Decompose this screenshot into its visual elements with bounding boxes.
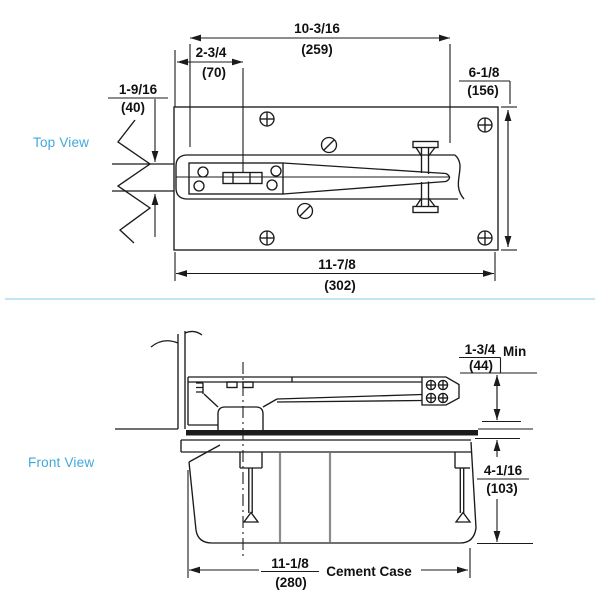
phillips-screw-icon	[477, 117, 493, 133]
dim-plate-height: 6-1/8 (156)	[459, 65, 517, 251]
bolt-icon	[425, 392, 437, 404]
closer-arm-plan	[282, 162, 451, 195]
top-view-drawing: 10-3/16 (259) 2-3/4 (70) 1-9/16 (40)	[33, 21, 517, 293]
door-break	[112, 119, 174, 244]
dim-min-clearance-suffix: Min	[503, 344, 526, 359]
body-left-cap	[175, 154, 187, 200]
cement-case-label: Cement Case	[326, 564, 412, 579]
dim-case-depth-in: 4-1/16	[484, 463, 523, 478]
dim-overall-length-mm: (259)	[301, 42, 333, 57]
dim-door-thickness-in: 1-9/16	[119, 82, 158, 97]
front-view-drawing: 1-3/4 (44) Min 4-1/16 (103) 11-1/8 (280)…	[28, 330, 537, 590]
dim-plate-width-mm: (302)	[324, 278, 356, 293]
dim-valve-offset-in: 2-3/4	[196, 45, 227, 60]
dim-door-thickness: 1-9/16 (40)	[108, 82, 168, 237]
door-bottom-rail	[187, 376, 422, 426]
dim-overall-length: 10-3/16 (259)	[189, 21, 451, 147]
phillips-screw-icon	[259, 230, 275, 246]
front-view-label: Front View	[28, 455, 94, 470]
dim-plate-height-in: 6-1/8	[469, 65, 500, 80]
body-break-curve	[454, 154, 465, 200]
dim-case-width-mm: (280)	[275, 575, 307, 590]
rail-clip	[226, 381, 238, 389]
plate-hole	[266, 179, 278, 191]
closer-body	[175, 140, 465, 214]
dim-valve-offset-mm: (70)	[202, 65, 226, 80]
case-outline	[188, 441, 477, 544]
dim-door-thickness-mm: (40)	[121, 100, 145, 115]
dim-plate-height-mm: (156)	[467, 83, 499, 98]
bolt-icon	[437, 379, 449, 391]
anchor-pin	[239, 452, 263, 523]
bolt-icon	[437, 392, 449, 404]
closer-arm	[276, 393, 423, 403]
top-view-label: Top View	[33, 135, 89, 150]
spindle-boss	[217, 406, 264, 433]
plate-hole	[197, 166, 209, 178]
arm-bracket	[421, 376, 460, 406]
dim-min-clearance: 1-3/4 (44) Min	[459, 342, 537, 423]
dim-case-depth: 4-1/16 (103)	[475, 437, 533, 545]
dim-min-clearance-mm: (44)	[469, 358, 493, 373]
rail-clip	[242, 381, 254, 389]
dim-plate-width-in: 11-7/8	[318, 257, 356, 272]
phillips-screw-icon	[259, 111, 275, 127]
door-stile	[150, 330, 203, 429]
bolt-icon	[425, 379, 437, 391]
mounting-plate	[188, 162, 284, 195]
adjusting-valve	[222, 171, 263, 185]
dim-case-depth-mm: (103)	[486, 481, 518, 496]
spindle	[412, 140, 439, 214]
slotted-screw-icon	[320, 136, 338, 154]
dim-case-width-in: 11-1/8	[271, 556, 309, 571]
anchor-pin	[454, 452, 472, 523]
cement-case	[180, 439, 477, 544]
cover-plate	[173, 106, 499, 251]
break-zigzag	[116, 119, 152, 244]
slotted-screw-icon	[296, 202, 314, 220]
dim-case-width: 11-1/8 (280) Cement Case	[187, 470, 471, 590]
plate-hole	[270, 165, 282, 177]
dim-valve-offset: 2-3/4 (70)	[174, 45, 244, 172]
serrated-edge	[196, 382, 204, 394]
floor-line	[115, 428, 533, 436]
dim-plate-width: 11-7/8 (302)	[174, 252, 496, 293]
plate-hole	[193, 180, 205, 192]
dim-overall-length-in: 10-3/16	[294, 21, 340, 36]
dim-min-clearance-in: 1-3/4	[465, 342, 496, 357]
phillips-screw-icon	[477, 230, 493, 246]
